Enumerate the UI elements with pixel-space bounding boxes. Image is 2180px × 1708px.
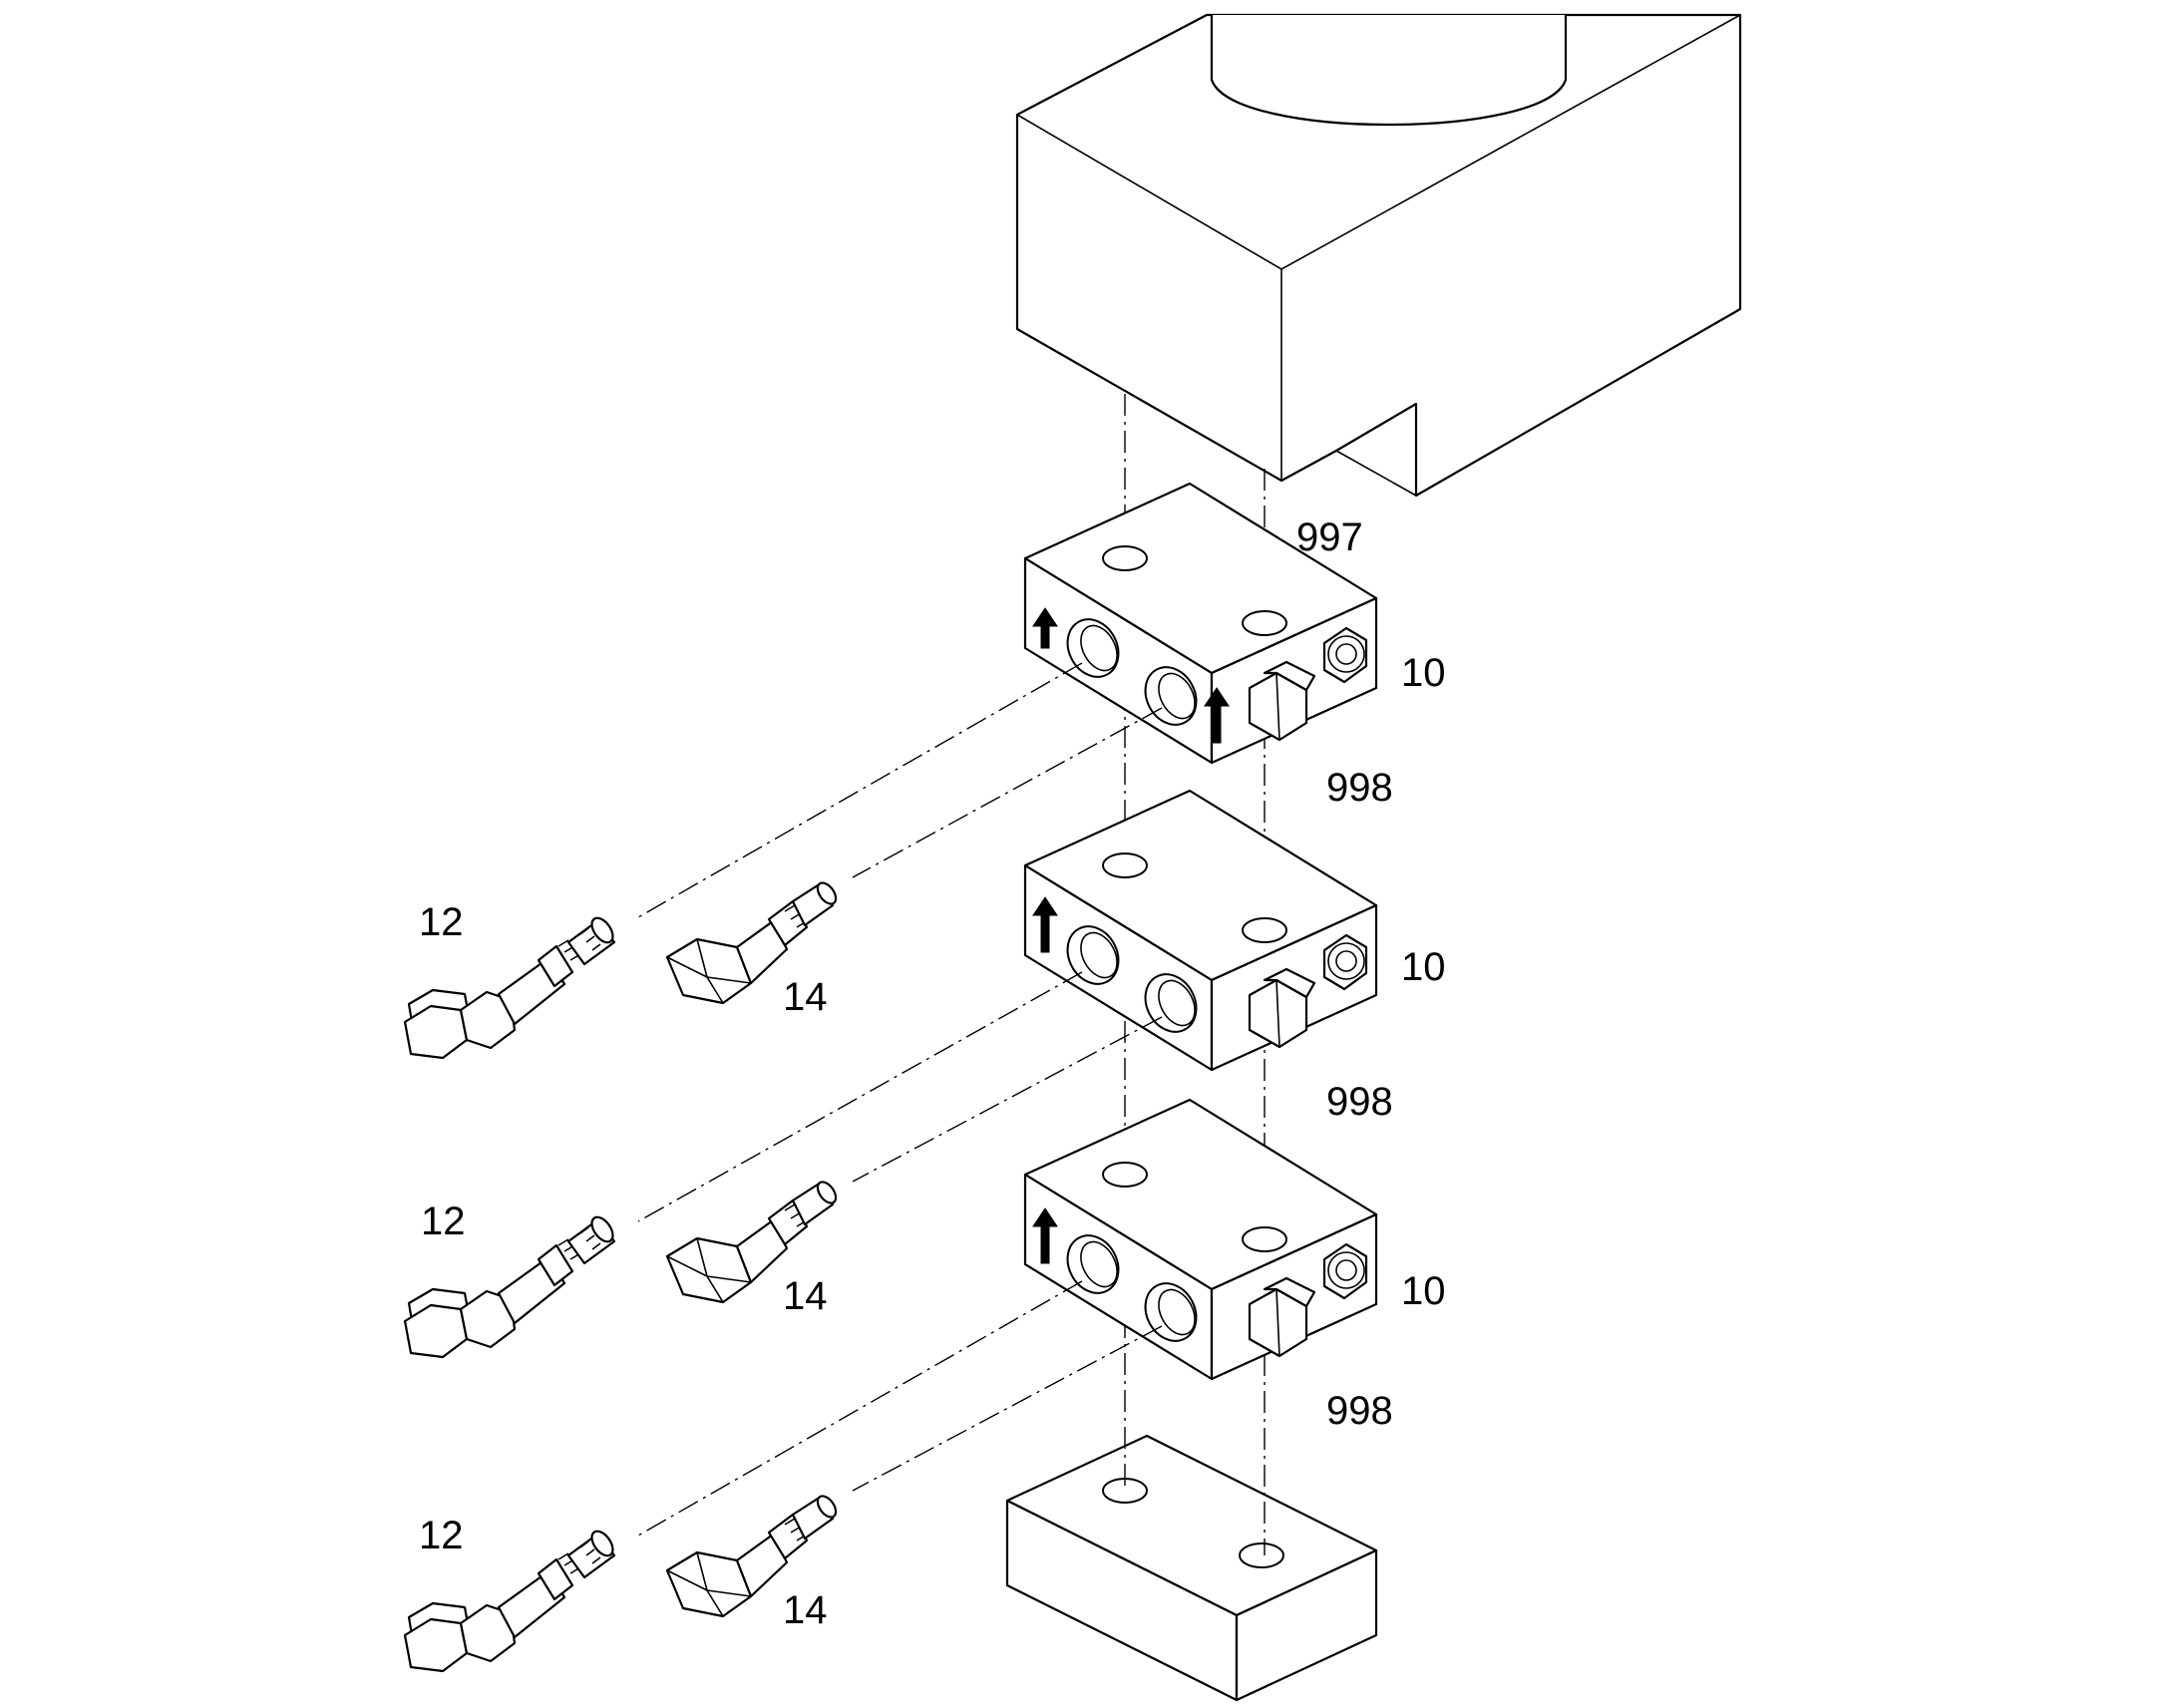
up-arrow-icon [1204, 687, 1230, 744]
callout-10-a: 10 [1401, 651, 1446, 695]
up-arrow-icon [1032, 607, 1058, 649]
callout-12-a: 12 [419, 900, 464, 944]
up-arrow-icon [1032, 896, 1058, 953]
valve-block-2 [1023, 789, 1378, 1072]
callout-998-a: 998 [1326, 766, 1393, 810]
callout-10-c: 10 [1401, 1269, 1446, 1313]
base-block [1005, 1434, 1378, 1702]
upper-housing [1015, 13, 1742, 498]
up-arrow-icon [1032, 1207, 1058, 1264]
callout-998-b: 998 [1326, 1080, 1393, 1124]
callout-998-c: 998 [1326, 1389, 1393, 1433]
callout-997: 997 [1296, 515, 1363, 559]
callout-10-b: 10 [1401, 945, 1446, 989]
callout-14-b: 14 [783, 1274, 828, 1318]
callout-14-a: 14 [783, 975, 828, 1019]
callout-labels: 997 10 998 10 998 10 998 12 14 12 14 12 … [419, 515, 1446, 1632]
callout-12-c: 12 [419, 1514, 464, 1557]
callout-14-c: 14 [783, 1588, 828, 1632]
fitting-centerlines [637, 662, 1163, 1537]
callout-12-b: 12 [421, 1199, 466, 1243]
flow-arrows [1032, 607, 1230, 1264]
valve-block-3 [1023, 1098, 1378, 1381]
